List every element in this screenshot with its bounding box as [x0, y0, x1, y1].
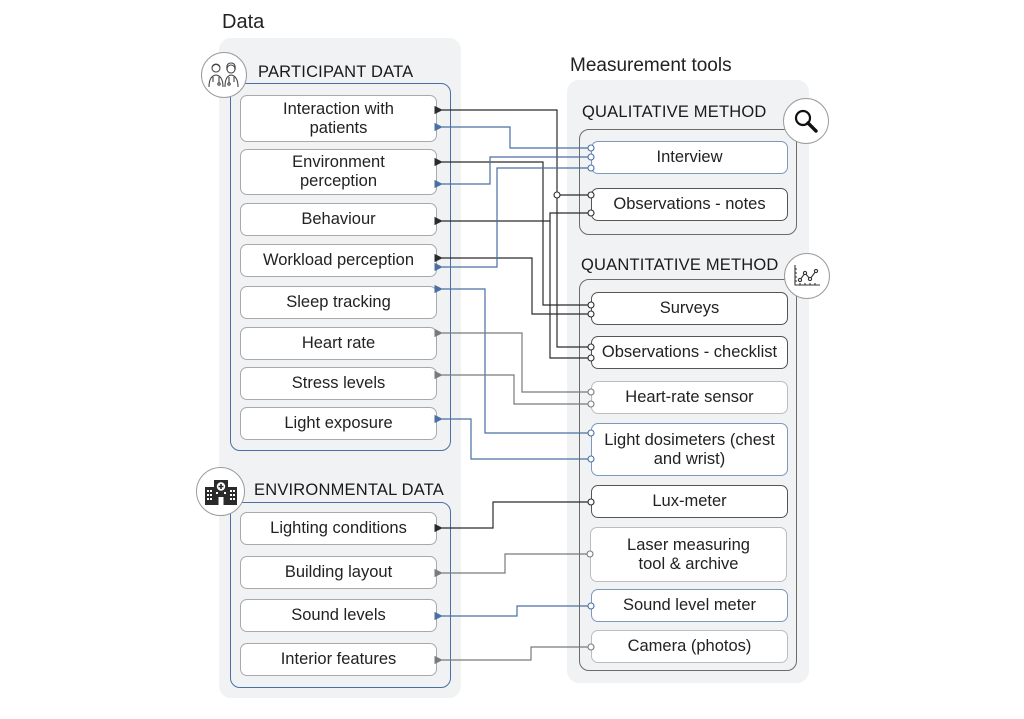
environmental-item-interior-features: Interior features [240, 643, 437, 676]
magnifier-icon [783, 98, 829, 144]
environmental-item-lighting-conditions: Lighting conditions [240, 512, 437, 545]
participant-item-behaviour: Behaviour [240, 203, 437, 236]
tool-observations-notes: Observations - notes [591, 188, 788, 221]
qualitative-method-title: QUALITATIVE METHOD [582, 103, 767, 121]
participant-item-environment-perception: Environment perception [240, 149, 437, 195]
environmental-item-building-layout: Building layout [240, 556, 437, 589]
line-chart-icon [784, 253, 830, 299]
quantitative-method-title: QUANTITATIVE METHOD [581, 256, 779, 274]
connector-port-dot [553, 191, 561, 199]
tool-camera: Camera (photos) [591, 630, 788, 663]
participant-data-title: PARTICIPANT DATA [258, 63, 414, 81]
environmental-data-frame [230, 502, 451, 688]
environmental-data-title: ENVIRONMENTAL DATA [254, 481, 445, 499]
data-section-title: Data [222, 11, 265, 33]
environmental-item-sound-levels: Sound levels [240, 599, 437, 632]
participant-item-light-exposure: Light exposure [240, 407, 437, 440]
measurement-tools-title: Measurement tools [570, 55, 732, 76]
participant-item-heart-rate: Heart rate [240, 327, 437, 360]
participant-item-interaction-with-patients: Interaction with patients [240, 95, 437, 142]
participant-item-workload-perception: Workload perception [240, 244, 437, 277]
tool-laser-measuring: Laser measuring tool & archive [590, 527, 787, 582]
tool-sound-level-meter: Sound level meter [591, 589, 788, 622]
tool-observations-checklist: Observations - checklist [591, 336, 788, 369]
participant-item-stress-levels: Stress levels [240, 367, 437, 400]
tool-light-dosimeters: Light dosimeters (chest and wrist) [591, 423, 788, 476]
hospital-icon [196, 467, 245, 516]
doctors-icon [201, 52, 247, 98]
quantitative-method-frame [579, 279, 797, 671]
tool-interview: Interview [591, 141, 788, 174]
tool-lux-meter: Lux-meter [591, 485, 788, 518]
tool-surveys: Surveys [591, 292, 788, 325]
participant-item-sleep-tracking: Sleep tracking [240, 286, 437, 319]
tool-heart-rate-sensor: Heart-rate sensor [591, 381, 788, 414]
